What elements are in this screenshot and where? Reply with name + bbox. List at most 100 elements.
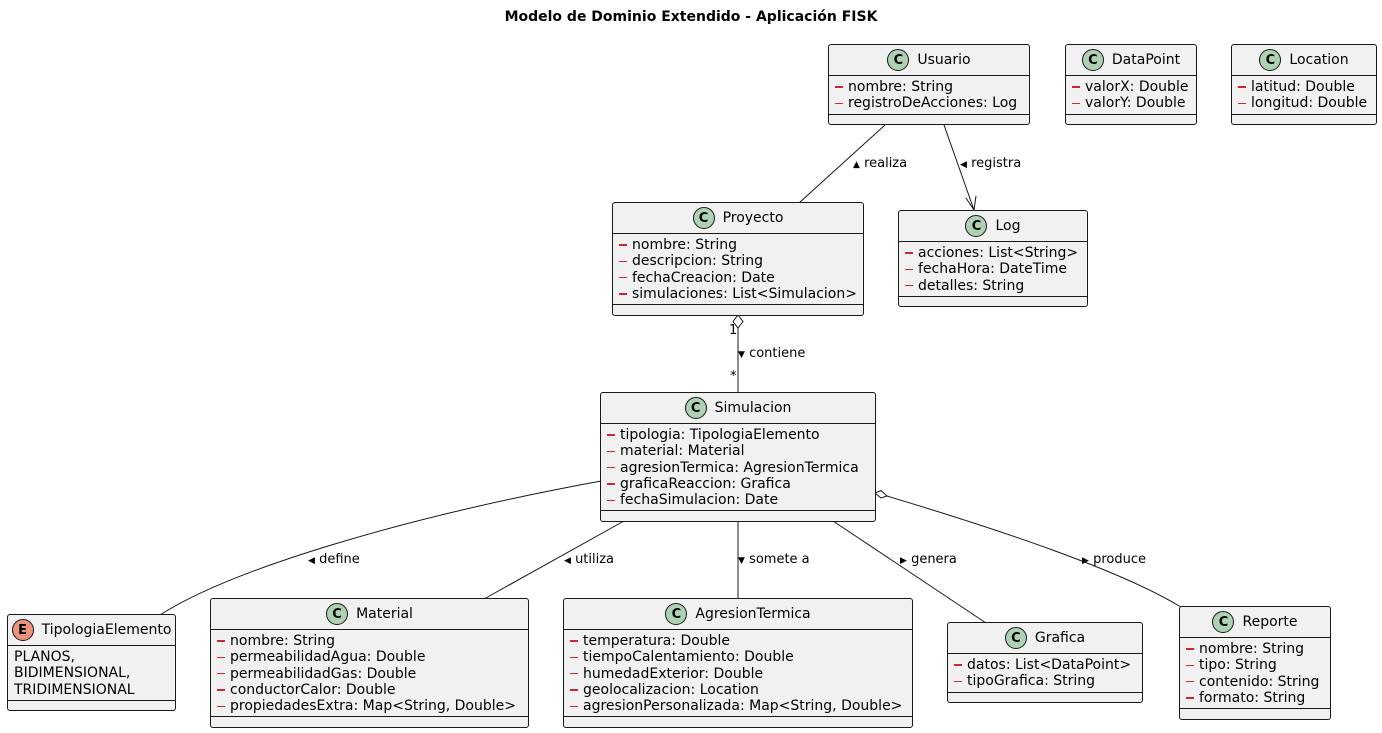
attribute-text: nombre: String <box>632 237 737 253</box>
private-visibility-icon <box>607 499 615 502</box>
class-header: C AgresionTermica <box>564 599 912 630</box>
relation-label-utiliza: ◀ utiliza <box>564 552 615 567</box>
private-visibility-icon <box>619 260 627 263</box>
attribute-row: nombre: String <box>619 237 863 253</box>
attribute-row: tipologia: TipologiaElemento <box>607 427 875 443</box>
attribute-row: detalles: String <box>905 278 1087 294</box>
attribute-row: registroDeAcciones: Log <box>835 95 1029 111</box>
class-stereotype-icon: C <box>692 207 715 229</box>
relation-label-produce: ▶ produce <box>1082 552 1146 567</box>
private-visibility-icon <box>905 284 913 287</box>
multiplicity-from: 1 <box>729 323 738 338</box>
operations-compartment <box>1232 115 1376 123</box>
attribute-text: fechaCreacion: Date <box>632 269 775 286</box>
edge-produce-diamond <box>874 489 888 499</box>
attribute-row: datos: List<DataPoint> <box>954 657 1142 673</box>
attribute-row: contenido: String <box>1186 674 1330 690</box>
diagram-title: Modelo de Dominio Extendido - Aplicación… <box>504 9 878 25</box>
attribute-text: simulaciones: List<Simulacion> <box>632 285 857 302</box>
attribute-text: tipo: String <box>1199 657 1277 674</box>
private-visibility-icon <box>619 276 627 279</box>
attribute-text: valorX: Double <box>1085 79 1189 95</box>
class-header: C Simulacion <box>601 393 875 424</box>
attribute-text: detalles: String <box>918 277 1025 294</box>
private-visibility-icon <box>1186 664 1194 667</box>
attribute-row: simulaciones: List<Simulacion> <box>619 286 863 302</box>
enum-value: BIDIMENSIONAL, <box>14 665 175 681</box>
attribute-row: formato: String <box>1186 690 1330 706</box>
private-visibility-icon <box>954 680 962 683</box>
relation-label-registra: ◀ registra <box>960 156 1022 171</box>
attribute-row: tiempoCalentamiento: Double <box>570 649 912 665</box>
class-attributes: datos: List<DataPoint>tipoGrafica: Strin… <box>948 654 1142 693</box>
direction-arrow-icon: ◀ <box>564 556 571 566</box>
direction-arrow-icon: ▼ <box>738 350 745 360</box>
attribute-row: agresionPersonalizada: Map<String, Doubl… <box>570 698 912 714</box>
private-visibility-icon <box>607 434 615 436</box>
edge-realiza <box>798 124 886 204</box>
attribute-row: longitud: Double <box>1238 95 1376 111</box>
direction-arrow-icon: ▼ <box>738 556 745 566</box>
private-visibility-icon <box>905 252 913 254</box>
attribute-row: nombre: String <box>1186 641 1330 657</box>
attribute-text: latitud: Double <box>1251 79 1355 95</box>
edge-define <box>159 480 602 616</box>
private-visibility-icon <box>570 640 578 642</box>
operations-compartment <box>829 115 1029 123</box>
enum-values: PLANOS,BIDIMENSIONAL,TRIDIMENSIONAL <box>8 646 175 701</box>
attribute-text: humedadExterior: Double <box>583 665 764 682</box>
class-name: Reporte <box>1242 614 1298 630</box>
attribute-row: valorY: Double <box>1072 95 1196 111</box>
relation-label-somete: ▼ somete a <box>738 552 810 567</box>
class-name: AgresionTermica <box>695 606 811 622</box>
attribute-text: tiempoCalentamiento: Double <box>583 649 794 666</box>
class-stereotype-icon: C <box>665 603 688 625</box>
private-visibility-icon <box>217 705 225 708</box>
operations-compartment <box>211 717 528 725</box>
multiplicity-to: * <box>730 369 737 384</box>
class-name: Simulacion <box>714 400 792 416</box>
private-visibility-icon <box>1072 102 1080 105</box>
relation-label-contiene: ▼ contiene <box>738 346 806 361</box>
class-attributes: acciones: List<String>fechaHora: DateTim… <box>899 242 1087 297</box>
attribute-text: propiedadesExtra: Map<String, Double> <box>230 698 516 715</box>
attribute-text: nombre: String <box>1199 641 1304 657</box>
operations-compartment <box>948 693 1142 701</box>
direction-arrow-icon: ▲ <box>853 160 860 170</box>
edge-genera <box>832 520 987 624</box>
attribute-row: temperatura: Double <box>570 633 912 649</box>
private-visibility-icon <box>607 483 615 485</box>
attribute-text: conductorCalor: Double <box>230 681 396 698</box>
attribute-text: valorY: Double <box>1085 95 1186 112</box>
class-stereotype-icon: C <box>684 397 707 419</box>
operations-compartment <box>564 717 912 725</box>
private-visibility-icon <box>1238 102 1246 105</box>
operations-compartment <box>601 511 875 519</box>
private-visibility-icon <box>1186 680 1194 683</box>
private-visibility-icon <box>619 293 627 295</box>
private-visibility-icon <box>607 450 615 453</box>
private-visibility-icon <box>570 705 578 708</box>
attribute-text: formato: String <box>1199 689 1306 706</box>
class-name: Material <box>356 606 413 622</box>
private-visibility-icon <box>954 664 962 666</box>
operations-compartment <box>1066 115 1196 123</box>
